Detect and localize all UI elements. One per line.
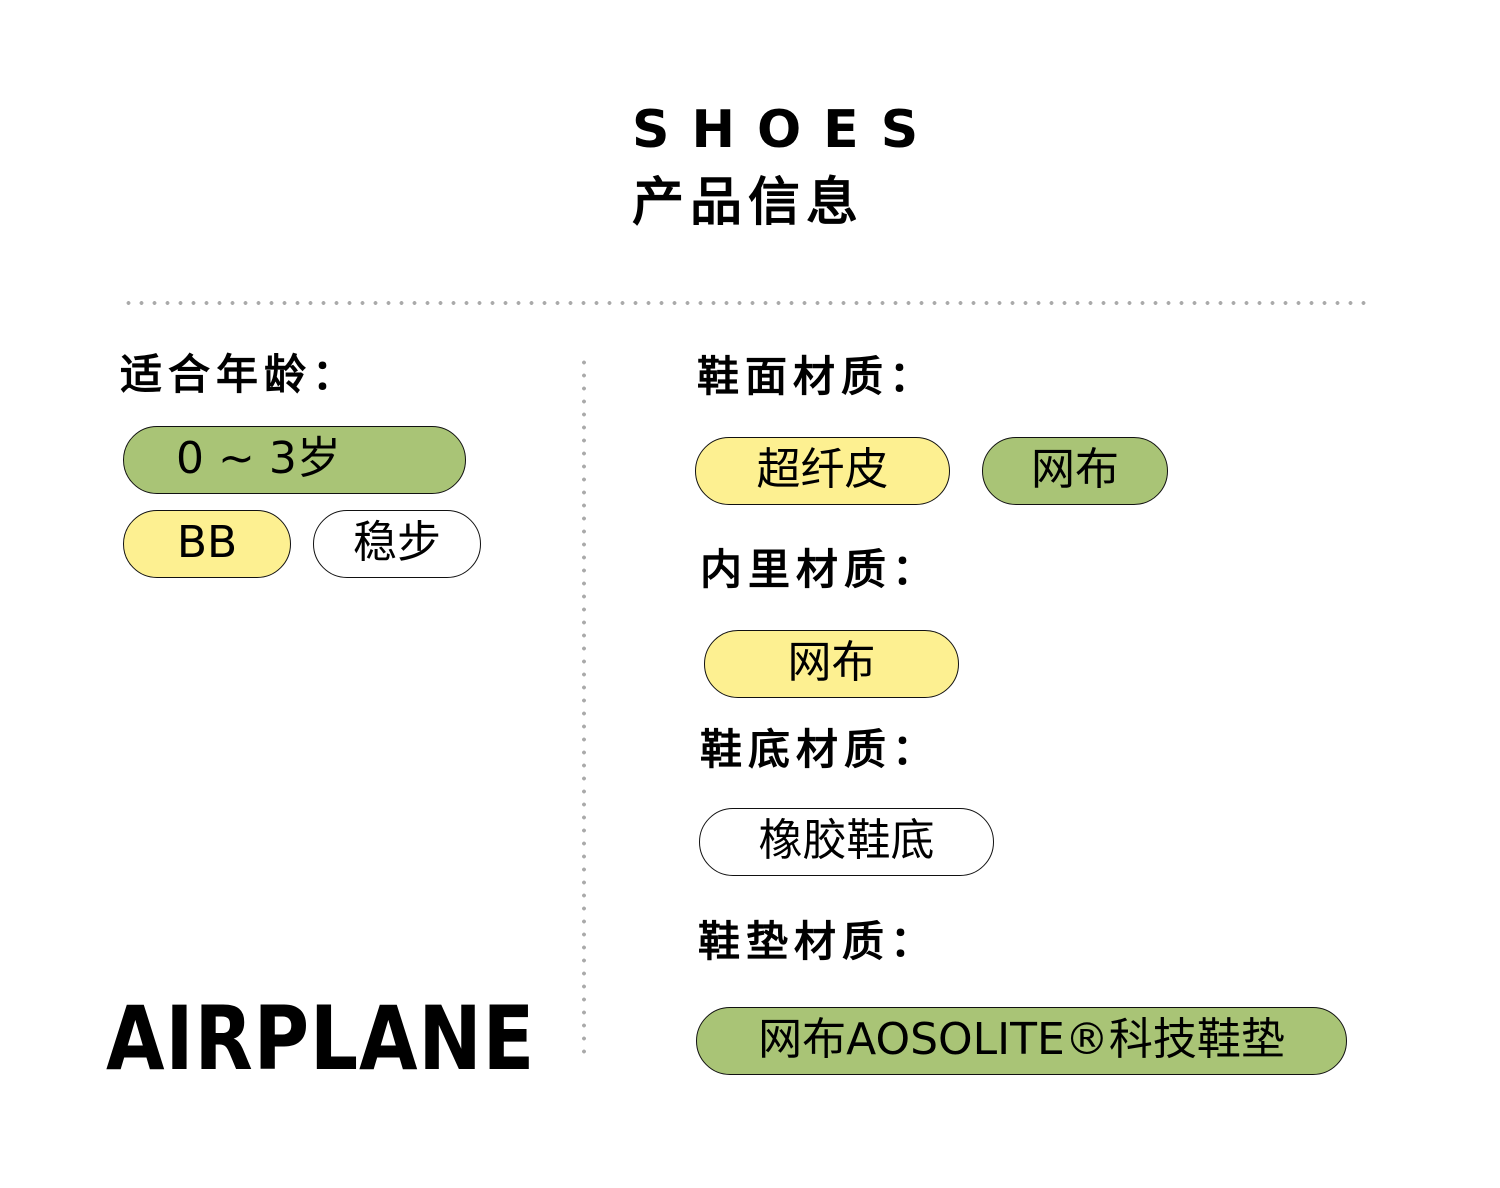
sole-tag-rubber: 橡胶鞋底	[699, 808, 994, 876]
lining-tag-mesh: 网布	[704, 630, 959, 698]
horizontal-dotted-divider	[122, 301, 1370, 305]
vertical-dotted-divider	[582, 356, 586, 1060]
brand-logo: AIRPLANE	[106, 987, 536, 1090]
title-english: SHOES	[632, 100, 941, 160]
upper-tag-microfiber: 超纤皮	[695, 437, 950, 505]
sole-label: 鞋底材质：	[700, 725, 941, 774]
insole-tag: 网布AOSOLITE®科技鞋垫	[696, 1007, 1347, 1075]
upper-tag-mesh: 网布	[982, 437, 1168, 505]
age-label: 适合年龄：	[120, 350, 361, 399]
title-chinese: 产品信息	[632, 173, 865, 233]
lining-label: 内里材质：	[700, 545, 941, 594]
age-steady-tag: 稳步	[313, 510, 481, 578]
upper-label: 鞋面材质：	[697, 352, 938, 401]
age-range-tag: 0 ~ 3岁	[123, 426, 466, 494]
age-bb-tag: BB	[123, 510, 291, 578]
insole-label: 鞋垫材质：	[698, 917, 939, 966]
